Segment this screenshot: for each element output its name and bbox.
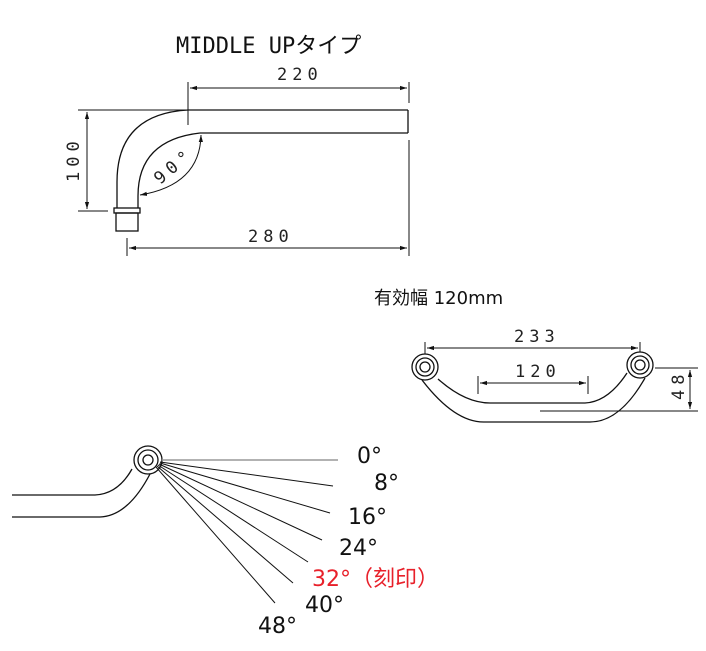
angle-ray-24 xyxy=(158,463,323,541)
handle-side-outline xyxy=(12,445,163,518)
dim-48-label: 48 xyxy=(669,370,689,400)
dimension-220: 220 xyxy=(187,65,410,125)
effective-width-title: 有効幅 120mm xyxy=(374,288,503,309)
angle-label-0: 0° xyxy=(357,444,382,469)
dim-90-label: 90° xyxy=(150,144,198,189)
middle-up-title: MIDDLE UPタイプ xyxy=(176,34,361,59)
angle-ray-32 xyxy=(157,464,309,563)
angle-rays xyxy=(155,459,338,604)
effective-width-view: 有効幅 120mm 233 120 48 xyxy=(374,288,698,423)
angle-label-24: 24° xyxy=(339,536,378,561)
dimension-233: 233 xyxy=(424,327,641,354)
dimension-120: 120 xyxy=(477,362,589,394)
dimension-48: 48 xyxy=(540,367,698,412)
dimension-280: 280 xyxy=(126,140,410,256)
middle-up-side-view: MIDDLE UPタイプ 220 100 90° xyxy=(64,34,410,256)
dimension-angle-90: 90° xyxy=(139,134,203,196)
angle-label-40: 40° xyxy=(305,593,344,618)
angle-adjustment-view: 0° 8° 16° 24° 32°（刻印） 40° 48° xyxy=(12,444,439,639)
angle-label-16: 16° xyxy=(348,505,387,530)
handle-outline xyxy=(411,351,654,423)
dim-220-label: 220 xyxy=(277,65,323,85)
angle-ray-16 xyxy=(159,462,331,514)
angle-ray-40 xyxy=(156,465,294,584)
angle-label-32-stamped: 32°（刻印） xyxy=(312,567,439,592)
dim-280-label: 280 xyxy=(248,227,294,247)
angle-label-48: 48° xyxy=(258,614,297,639)
dim-120-label: 120 xyxy=(515,362,561,382)
dimension-100: 100 xyxy=(64,109,188,212)
dim-100-label: 100 xyxy=(64,136,84,182)
angle-label-8: 8° xyxy=(374,471,399,496)
angle-ray-8 xyxy=(159,461,334,487)
dim-233-label: 233 xyxy=(514,327,560,347)
angle-ray-48 xyxy=(155,466,276,604)
